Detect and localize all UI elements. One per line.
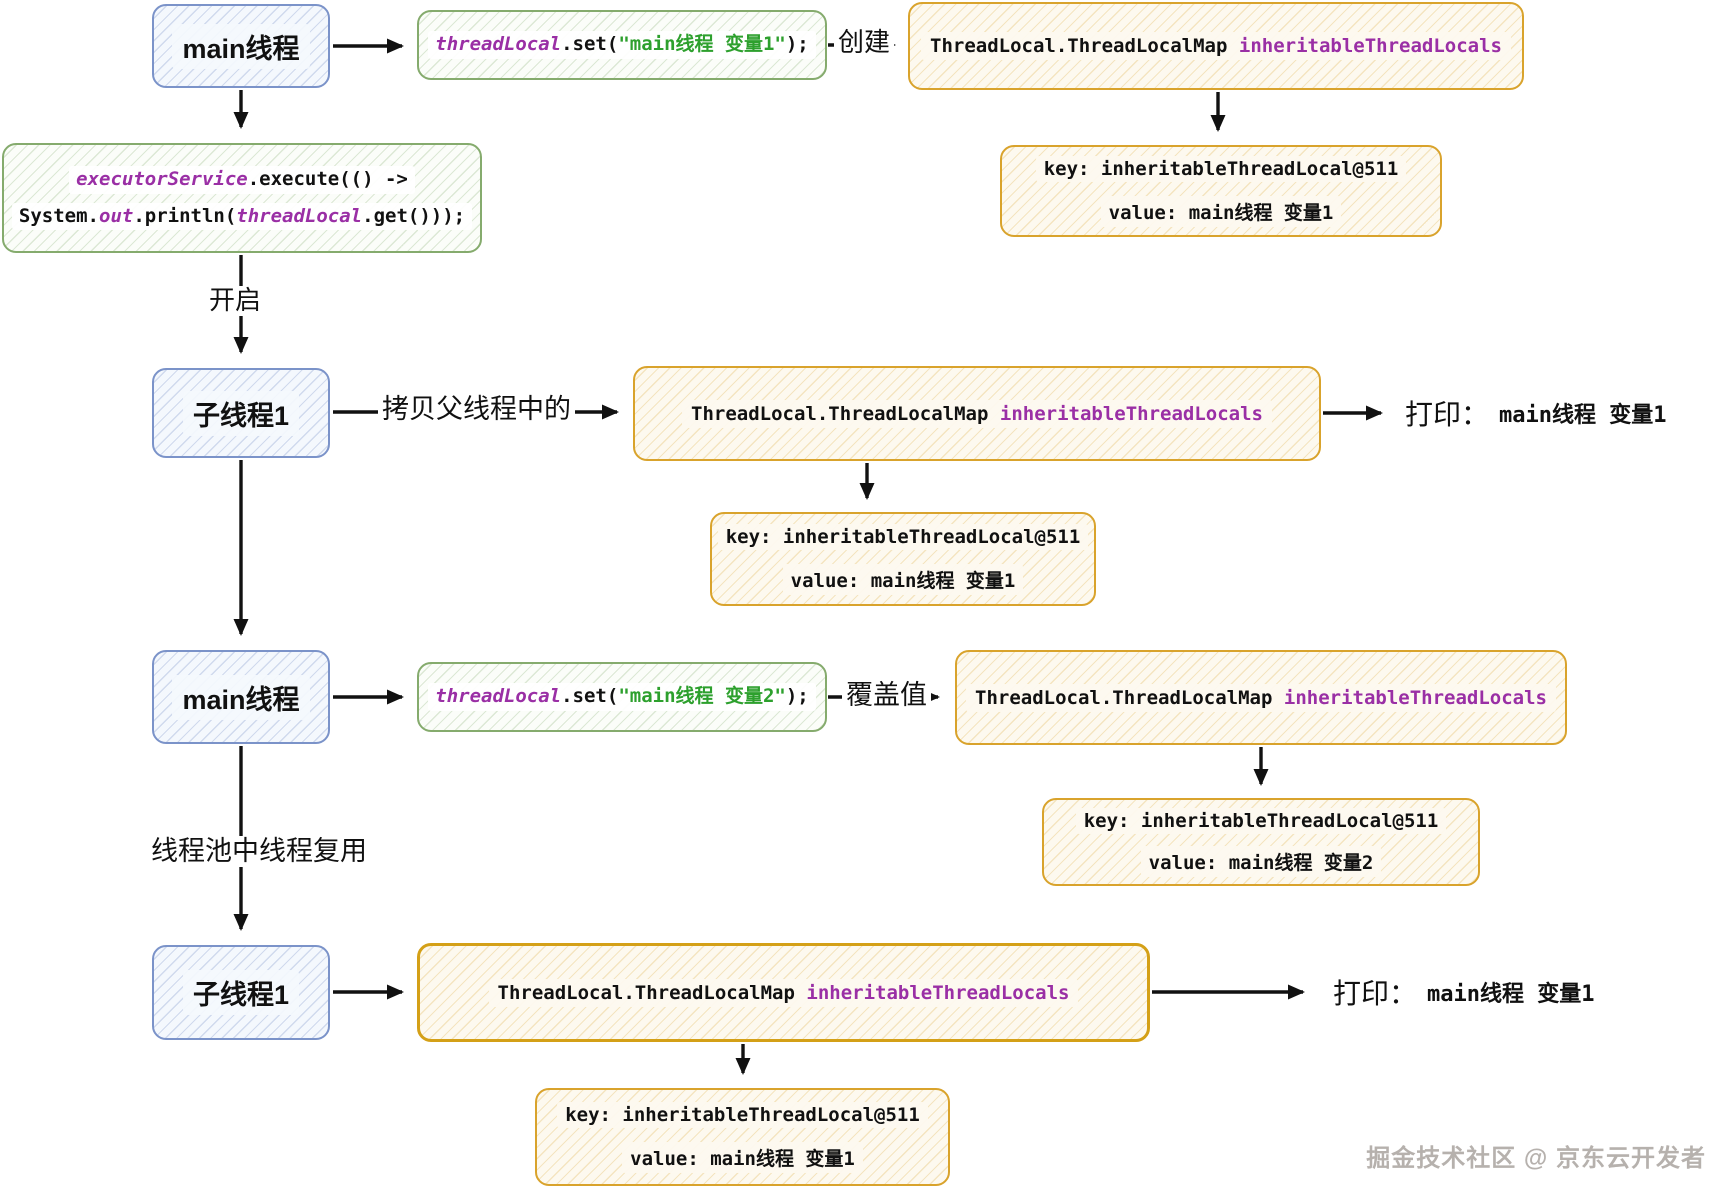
thread-box-child-1: 子线程1 [152, 368, 330, 458]
kv-box-4: key: inheritableThreadLocal@511 value: m… [535, 1088, 950, 1186]
map-class: ThreadLocal.ThreadLocalMap [975, 686, 1273, 709]
code-rest: .execute(() -> [247, 167, 408, 190]
code-string: "main线程 变量1" [618, 33, 786, 56]
thread-label: main线程 [172, 23, 310, 69]
kv-value: value: main线程 变量1 [622, 1141, 863, 1173]
print-value: main线程 变量1 [1499, 403, 1667, 428]
map-field: inheritableThreadLocals [1238, 35, 1502, 57]
map-line: ThreadLocal.ThreadLocalMap inheritableTh… [921, 32, 1511, 60]
watermark: 掘金技术社区 @ 京东云开发者 [1366, 1145, 1706, 1172]
map-line: ThreadLocal.ThreadLocalMap inheritableTh… [488, 978, 1079, 1007]
map-class: ThreadLocal.ThreadLocalMap [497, 981, 795, 1004]
print-result-2: 打印： main线程 变量1 [1333, 970, 1595, 1014]
edge-label-create: 创建 [834, 27, 895, 58]
code-box-set-var1: threadLocal.set("main线程 变量1"); [417, 10, 827, 80]
kv-box-3: key: inheritableThreadLocal@511 value: m… [1042, 798, 1480, 886]
map-class: ThreadLocal.ThreadLocalMap [930, 35, 1228, 57]
code-var: threadLocal [435, 685, 562, 708]
print-value: main线程 变量1 [1427, 982, 1595, 1007]
map-box-2: ThreadLocal.ThreadLocalMap inheritableTh… [633, 366, 1321, 461]
code-string: "main线程 变量2" [618, 685, 786, 708]
kv-key: key: inheritableThreadLocal@511 [1035, 155, 1407, 182]
code-end: ); [785, 685, 809, 708]
edge-label-override: 覆盖值 [842, 680, 931, 712]
kv-value: value: main线程 变量1 [1100, 195, 1342, 227]
kv-key: key: inheritableThreadLocal@511 [1075, 807, 1447, 834]
code-box-executor: executorService.execute(() -> System.out… [2, 143, 482, 253]
code-line: threadLocal.set("main线程 变量1"); [428, 31, 816, 59]
executor-line-2: System.out.println(threadLocal.get())); [11, 202, 473, 231]
print-label: 打印： [1333, 978, 1418, 1009]
kv-value: value: main线程 变量1 [782, 563, 1024, 595]
code-out: out [99, 204, 134, 227]
executor-line-1: executorService.execute(() -> [69, 165, 415, 194]
thread-box-main-1: main线程 [152, 4, 330, 88]
map-box-3: ThreadLocal.ThreadLocalMap inheritableTh… [955, 650, 1567, 745]
code-get: .get())); [362, 204, 466, 227]
map-field: inheritableThreadLocals [1283, 686, 1547, 709]
map-line: ThreadLocal.ThreadLocalMap inheritableTh… [966, 683, 1556, 712]
thread-label: 子线程1 [182, 970, 300, 1015]
code-var: executorService [76, 167, 248, 190]
kv-box-2: key: inheritableThreadLocal@511 value: m… [710, 512, 1096, 606]
map-line: ThreadLocal.ThreadLocalMap inheritableTh… [682, 399, 1272, 428]
map-field: inheritableThreadLocals [806, 981, 1070, 1004]
map-field: inheritableThreadLocals [999, 402, 1263, 425]
thread-box-main-2: main线程 [152, 650, 330, 744]
kv-value: value: main线程 变量2 [1140, 845, 1382, 877]
code-call: .set( [561, 685, 619, 708]
code-var: threadLocal [236, 204, 363, 227]
kv-key: key: inheritableThreadLocal@511 [557, 1101, 928, 1128]
edge-label-thread-reuse: 线程池中线程复用 [147, 836, 371, 868]
code-call: .set( [561, 33, 619, 56]
edge-label-copy-parent: 拷贝父线程中的 [378, 394, 575, 426]
map-class: ThreadLocal.ThreadLocalMap [691, 402, 989, 425]
print-label: 打印： [1405, 399, 1490, 430]
map-box-4: ThreadLocal.ThreadLocalMap inheritableTh… [417, 943, 1150, 1042]
code-line: threadLocal.set("main线程 变量2"); [428, 683, 816, 711]
thread-label: main线程 [172, 674, 310, 720]
edge-label-start: 开启 [205, 285, 266, 316]
kv-box-1: key: inheritableThreadLocal@511 value: m… [1000, 145, 1442, 237]
code-println: .println( [133, 204, 237, 227]
map-box-1: ThreadLocal.ThreadLocalMap inheritableTh… [908, 2, 1524, 90]
code-var: threadLocal [435, 33, 562, 56]
code-sys: System. [18, 204, 99, 227]
code-box-set-var2: threadLocal.set("main线程 变量2"); [417, 662, 827, 732]
thread-box-child-2: 子线程1 [152, 945, 330, 1040]
print-result-1: 打印： main线程 变量1 [1405, 391, 1667, 435]
thread-label: 子线程1 [182, 390, 300, 436]
kv-key: key: inheritableThreadLocal@511 [717, 523, 1089, 550]
code-end: ); [785, 33, 809, 56]
